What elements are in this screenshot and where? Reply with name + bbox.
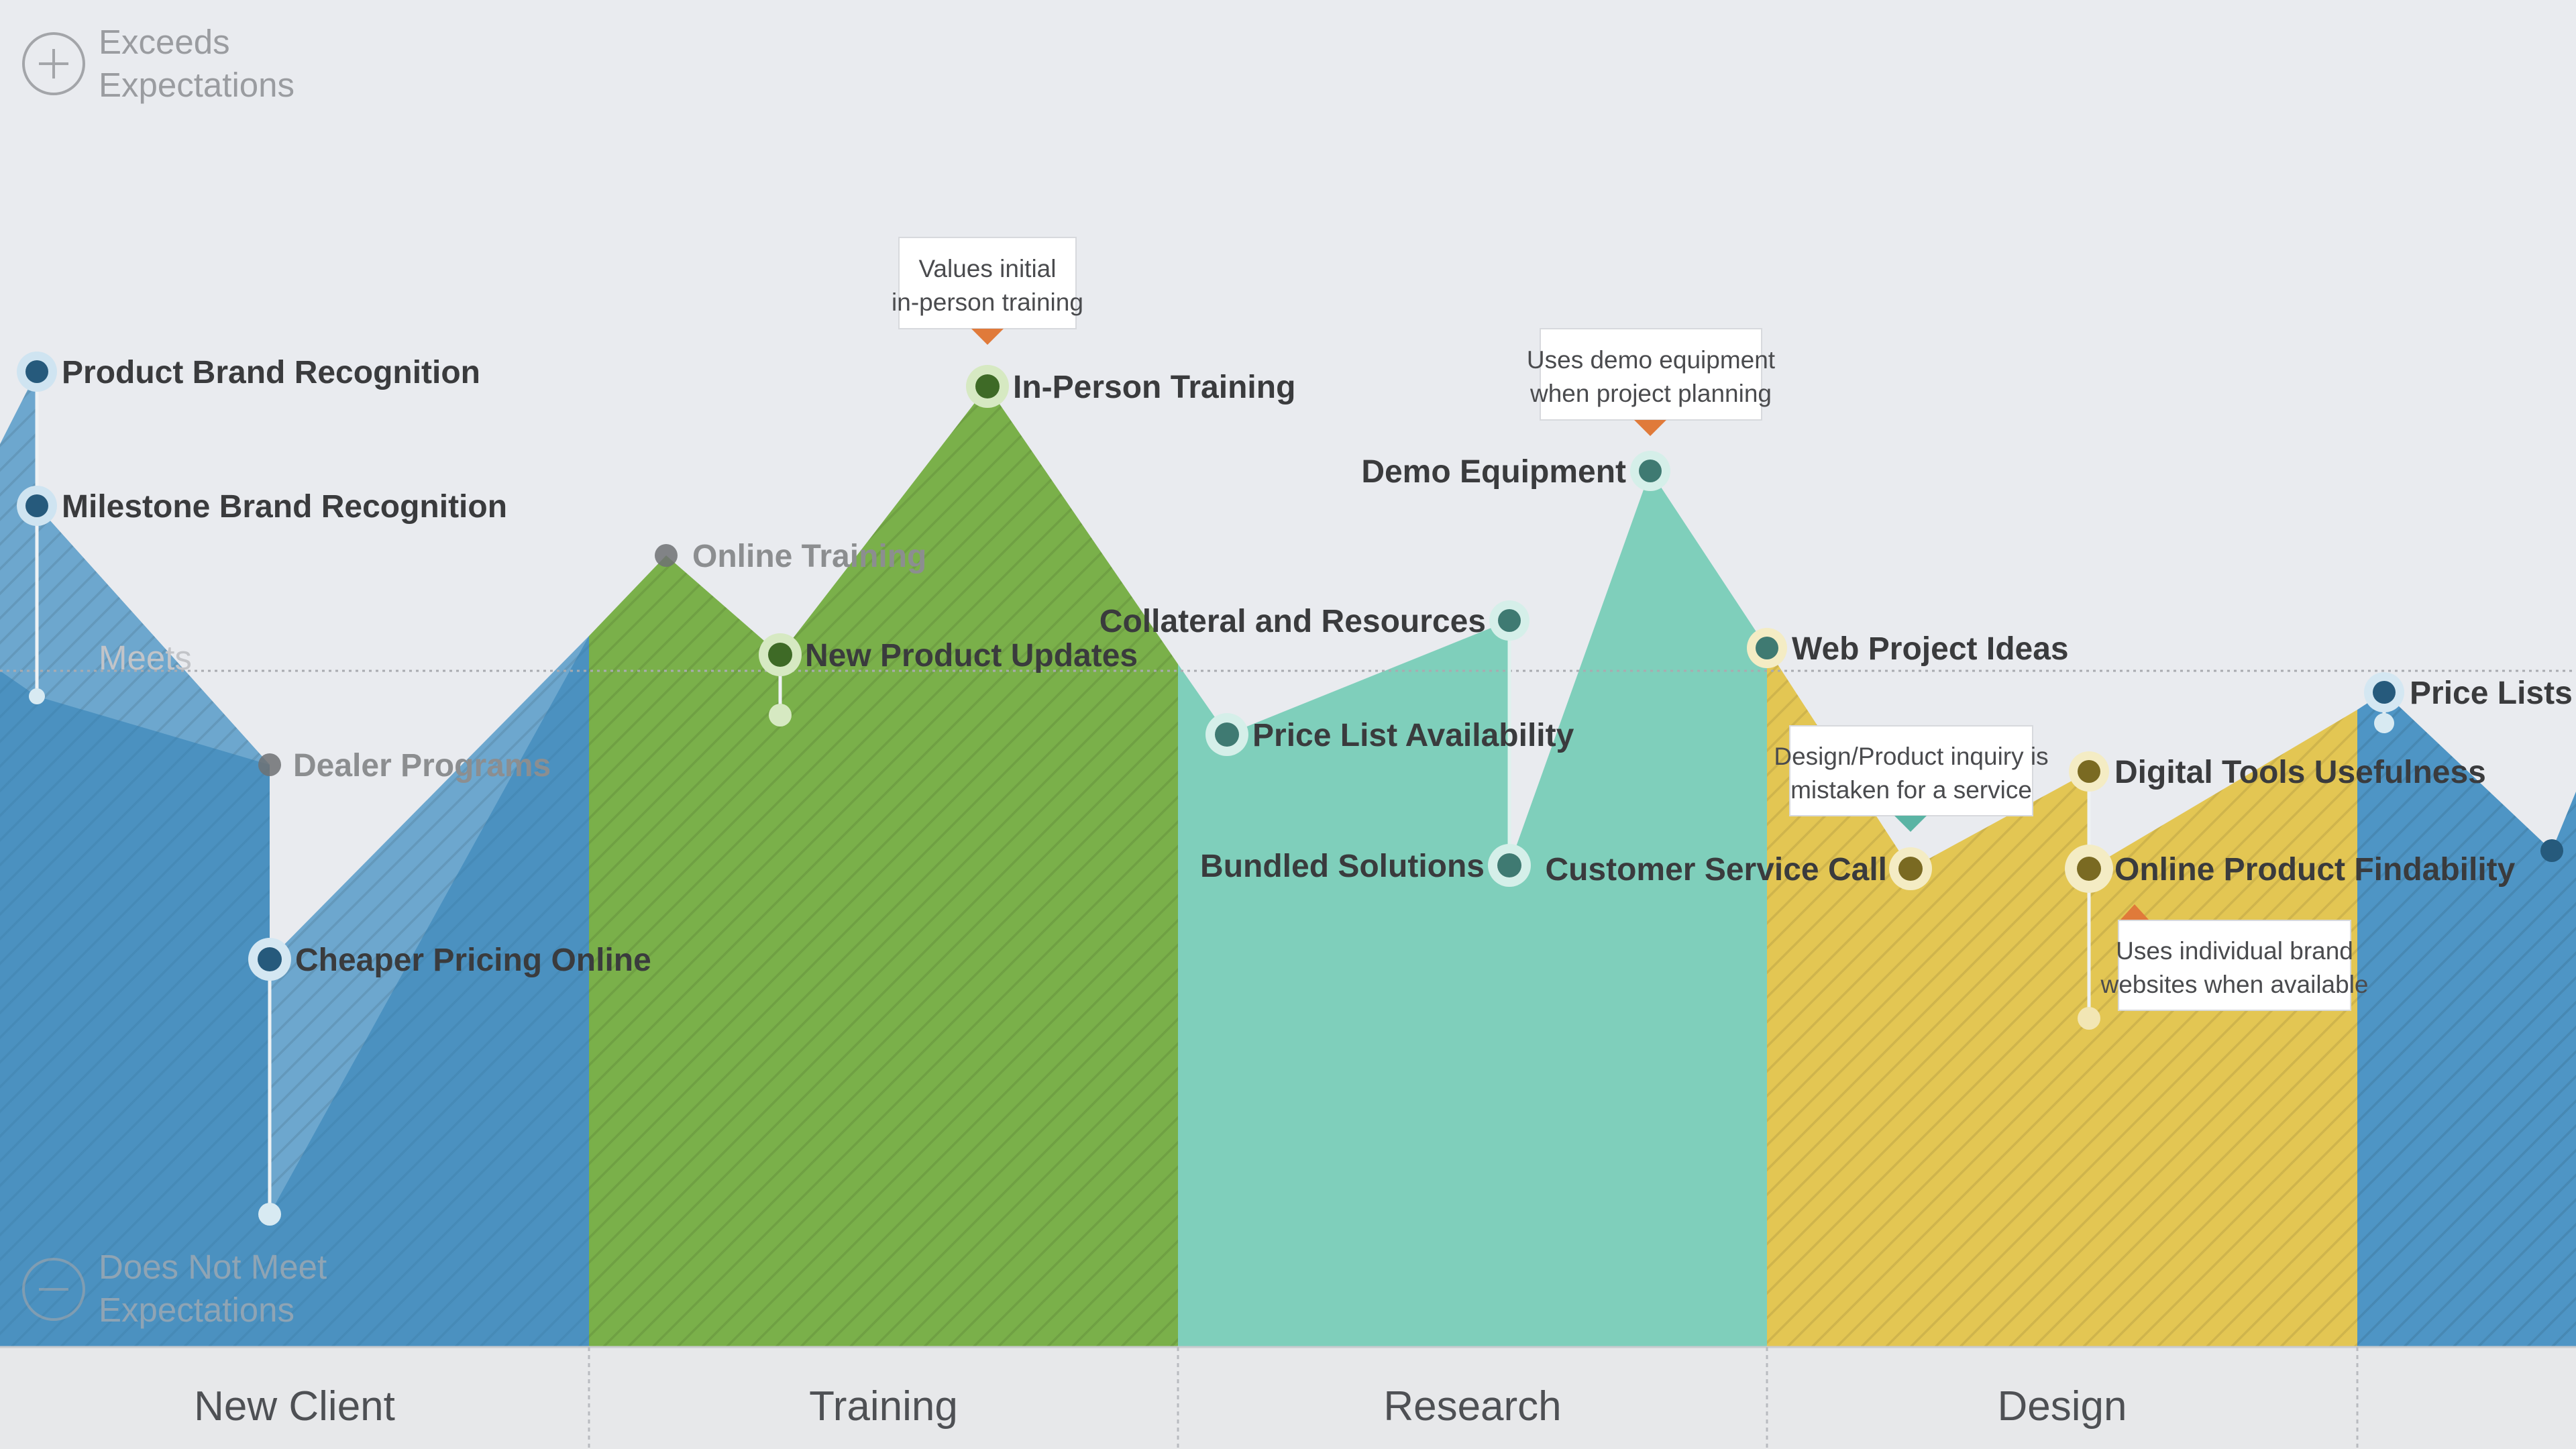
callout-pointer (2120, 904, 2149, 920)
touchpoint-label: In-Person Training (1013, 370, 1295, 405)
callout-line: in-person training (892, 288, 1083, 316)
touchpoint-online-training[interactable]: Online Training (655, 539, 926, 574)
callout-line: Uses demo equipment (1527, 346, 1776, 374)
touchpoint-milestone-brand-recognition[interactable]: Milestone Brand Recognition (17, 486, 507, 526)
callout-line: Design/Product inquiry is (1774, 743, 2048, 770)
touchpoint-cheaper-pricing-online[interactable]: Cheaper Pricing Online (248, 938, 651, 981)
phase-bands (0, 372, 2576, 1347)
end-dots (29, 688, 2394, 1226)
callout-line: Values initial (919, 255, 1057, 282)
touchpoint-label: Online Training (692, 539, 926, 574)
touchpoint-label: Online Product Findability (2114, 852, 2516, 888)
phase-label-training[interactable]: Training (809, 1383, 958, 1430)
touchpoint-price-list-availability[interactable]: Price List Availability (1205, 713, 1574, 756)
touchpoint-customer-service-call[interactable]: Customer Service Call (1545, 847, 1932, 890)
touchpoint-in-person-training[interactable]: In-Person Training (966, 365, 1295, 408)
callout-pointer (971, 329, 1004, 345)
touchpoint-label: Customer Service Call (1545, 852, 1887, 888)
callout-pointer (1894, 816, 1927, 832)
callout-pointer (1634, 420, 1666, 436)
touchpoint-label: Digital Tools Usefulness (2114, 755, 2486, 790)
touchpoint-label: Bundled Solutions (1200, 849, 1485, 884)
touchpoint-label: Demo Equipment (1361, 454, 1626, 490)
touchpoint-bundled-solutions[interactable]: Bundled Solutions (1200, 844, 1531, 887)
callout-line: websites when available (2100, 971, 2368, 998)
touchpoint-label: Web Project Ideas (1792, 631, 2069, 667)
touchpoint-demo-equipment[interactable]: Demo Equipment (1361, 451, 1670, 491)
touchpoint-new-product-updates[interactable]: New Product Updates (759, 633, 1138, 676)
legend-does-not-meet: Does Not Meet Expectations (22, 1248, 327, 1329)
touchpoint-label: Dealer Programs (293, 748, 551, 784)
legend-does-not-meet-line1: Does Not Meet (99, 1248, 327, 1286)
callout-demo-equipment: Uses demo equipment when project plannin… (1527, 328, 1776, 436)
callout-in-person-training: Values initial in-person training (892, 237, 1083, 345)
callout-line: mistaken for a service (1790, 776, 2032, 804)
touchpoint-label: Milestone Brand Recognition (62, 489, 507, 525)
phase-band-next-hatch (2357, 692, 2576, 1347)
phase-axis: New Client Training Research Design (0, 1346, 2576, 1449)
touchpoint-label: Price Lists (2410, 676, 2573, 711)
touchpoint-offscreen-dot (2540, 839, 2563, 862)
touchpoint-product-brand-recognition[interactable]: Product Brand Recognition (17, 352, 480, 392)
legend-does-not-meet-line2: Expectations (99, 1291, 294, 1329)
minus-circle-icon (22, 1258, 85, 1321)
phase-band-design-hatch (1767, 648, 2357, 1347)
callout-line: Uses individual brand (2116, 937, 2353, 965)
legend-exceeds-line2: Expectations (99, 66, 294, 104)
touchpoint-web-project-ideas[interactable]: Web Project Ideas (1747, 628, 2069, 668)
legend-exceeds-line1: Exceeds (99, 23, 230, 61)
touchpoint-price-lists[interactable]: Price Lists (2364, 672, 2573, 712)
touchpoint-label: Cheaper Pricing Online (295, 943, 651, 978)
touchpoint-label: New Product Updates (805, 638, 1138, 674)
touchpoint-digital-tools-usefulness[interactable]: Digital Tools Usefulness (2069, 751, 2486, 792)
phase-band-new-client-lower (0, 636, 589, 1347)
phase-band-training-hatch (589, 386, 1178, 1347)
touchpoint-dealer-programs[interactable]: Dealer Programs (258, 748, 551, 784)
touchpoint-collateral-and-resources[interactable]: Collateral and Resources (1099, 600, 1529, 641)
callout-online-product-findability: Uses individual brand websites when avai… (2100, 904, 2369, 1011)
callout-line: when project planning (1529, 380, 1772, 407)
phase-label-design[interactable]: Design (1998, 1383, 2127, 1430)
phase-label-research[interactable]: Research (1383, 1383, 1561, 1430)
legend-meets: Meets (99, 639, 192, 677)
phase-band-research (1178, 471, 1767, 1347)
plus-circle-icon (22, 32, 85, 95)
callout-customer-service-call: Design/Product inquiry is mistaken for a… (1774, 725, 2049, 832)
phase-label-new-client[interactable]: New Client (194, 1383, 395, 1430)
touchpoint-label: Collateral and Resources (1099, 604, 1486, 639)
touchpoint-label: Product Brand Recognition (62, 355, 480, 390)
touchpoint-online-product-findability[interactable]: Online Product Findability (2065, 845, 2516, 893)
touchpoint-label: Price List Availability (1252, 718, 1574, 753)
legend-exceeds: Exceeds Expectations (22, 23, 294, 104)
